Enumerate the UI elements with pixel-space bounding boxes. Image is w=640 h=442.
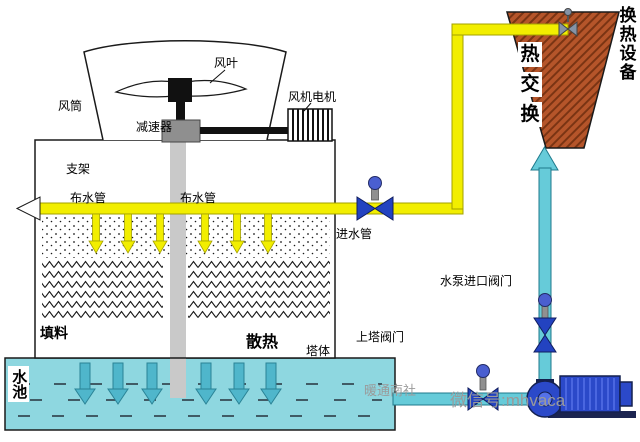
spray-arrows (88, 213, 276, 254)
label-pump-inlet-valve: 水泵进口阀门 (440, 274, 513, 288)
cold-riser-pipe (538, 167, 552, 391)
fan-blade-right (185, 79, 248, 97)
pump (526, 375, 636, 418)
suction-valve (467, 364, 499, 411)
drive-shaft-column (170, 140, 186, 398)
label-heat-dissipation: 散热 (246, 334, 279, 351)
pool-arrows (74, 362, 282, 405)
inlet-valve (356, 176, 394, 221)
watermark-brand: 暖通南社 (364, 383, 417, 398)
riser-arrow-up (530, 146, 559, 171)
pump-motor-fins (565, 378, 615, 410)
tower-body (34, 139, 336, 398)
label-dist-pipe-right: 布水管 (180, 191, 217, 205)
label-dist-pipe-left: 布水管 (70, 191, 107, 205)
label-pool: 水池 (8, 366, 30, 402)
fan-assembly (83, 40, 333, 143)
label-inlet-pipe: 进水管 (336, 227, 373, 241)
top-valve (558, 8, 578, 38)
watermark-wechat: 微信号:mhvaca (450, 391, 566, 410)
label-fan-blade: 风叶 (214, 56, 239, 70)
label-heat-exchange-char-1: 热 (518, 42, 542, 67)
hot-top-pipe (451, 23, 569, 36)
hot-water-pipe (15, 23, 569, 221)
label-fan-motor: 风机电机 (288, 90, 337, 104)
leader-lines (209, 69, 312, 112)
label-heat-exchange-equipment: 换热设备 (616, 6, 636, 82)
fan-shaft (176, 102, 185, 122)
label-heat-exchange-char-3: 换 (518, 102, 542, 127)
label-fan-duct: 风筒 (58, 99, 83, 113)
pipe-end-arrow (15, 196, 41, 221)
motor-body (287, 108, 333, 142)
fill-pack-left (42, 258, 163, 320)
drive-shaft (200, 127, 288, 134)
fan-hub (168, 78, 192, 102)
label-upper-tower-valve: 上塔阀门 (356, 330, 405, 344)
hot-riser-pipe (451, 28, 464, 210)
label-fill: 填料 (40, 325, 68, 341)
pump-motor-cap (619, 381, 633, 407)
label-gearbox: 减速器 (136, 120, 173, 134)
fill-pack-right (188, 258, 330, 320)
label-heat-exchange-char-2: 交 (518, 72, 542, 97)
pump-base (548, 411, 636, 418)
motor-fins (292, 109, 329, 141)
riser-valve (533, 293, 557, 353)
label-support: 支架 (66, 162, 91, 176)
pump-eye (537, 391, 553, 407)
label-tower-body: 塔体 (306, 344, 331, 358)
